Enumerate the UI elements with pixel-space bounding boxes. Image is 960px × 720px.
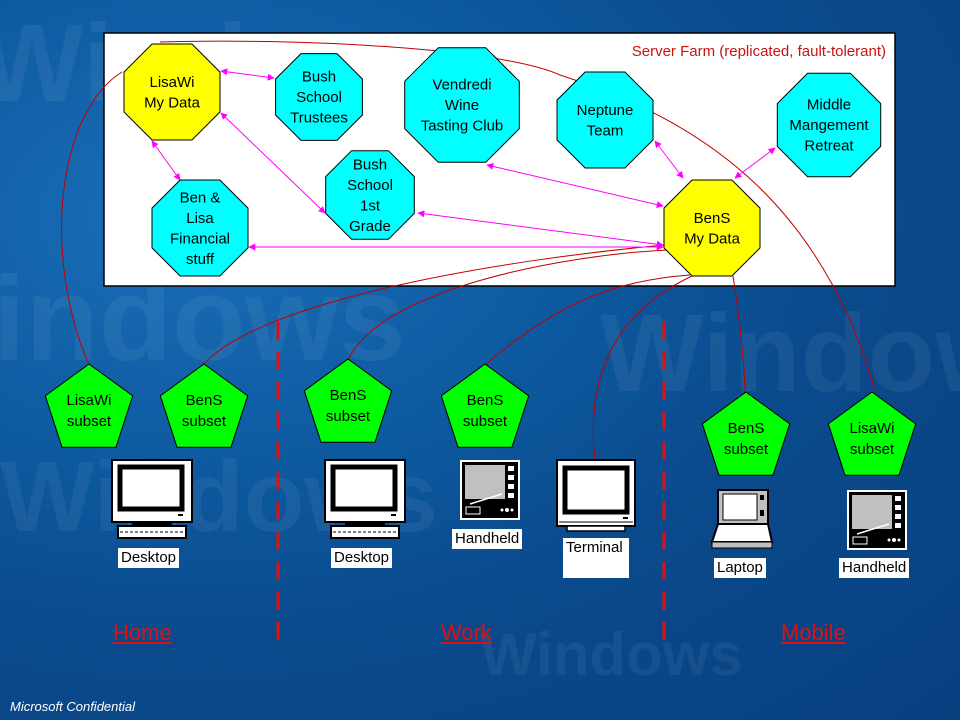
node-label: Tasting Club <box>421 118 504 135</box>
subset-label: subset <box>463 413 508 430</box>
node-label: 1st <box>360 197 381 214</box>
handheld-icon <box>847 490 907 550</box>
octagon-shape <box>123 43 221 141</box>
node-label: School <box>296 89 342 106</box>
replication-link <box>159 40 561 76</box>
subset-label: LisaWi <box>66 392 111 409</box>
octagon-shape <box>151 179 249 277</box>
node-label: Wine <box>445 97 479 114</box>
node-label: School <box>347 177 393 194</box>
subset-label: subset <box>326 408 371 425</box>
desktop-icon <box>111 459 193 539</box>
pentagon-shape <box>159 363 249 448</box>
sync-links <box>151 68 776 251</box>
subset-home-bens: BenS subset <box>159 363 249 448</box>
node-lisawi: LisaWi My Data <box>123 43 221 141</box>
location-work-link[interactable]: Work <box>441 620 492 645</box>
subset-work-bens-2: BenS subset <box>440 363 530 448</box>
device-label-mobile-laptop: Laptop <box>714 558 766 578</box>
octagon-shape <box>776 72 882 178</box>
node-label: Vendredi <box>432 77 491 94</box>
octagon-shape <box>404 47 520 163</box>
replication-link <box>484 274 691 366</box>
replication-link <box>202 244 666 366</box>
device-label-work-terminal: Terminal <box>563 538 629 578</box>
sync-link <box>220 68 275 81</box>
node-label: Middle <box>807 97 851 114</box>
node-label: Trustees <box>290 110 348 127</box>
replication-link <box>732 275 746 396</box>
node-label: Retreat <box>804 138 854 155</box>
subset-label: subset <box>67 413 112 430</box>
replication-link <box>592 275 693 461</box>
octagon-shape <box>556 71 654 169</box>
node-label: stuff <box>186 251 215 268</box>
node-label: Team <box>587 122 624 139</box>
subset-label: BenS <box>728 420 765 437</box>
subset-mobile-bens: BenS subset <box>701 391 791 476</box>
handheld-icon <box>460 460 520 520</box>
node-label: Lisa <box>186 210 214 227</box>
node-label: Bush <box>353 156 387 173</box>
node-label: Bush <box>302 69 336 86</box>
subset-label: subset <box>850 441 895 458</box>
device-label-work-desktop: Desktop <box>331 548 393 568</box>
device-label-mobile-handheld: Handheld <box>839 558 910 578</box>
laptop-icon <box>710 489 774 549</box>
subset-label: subset <box>182 413 227 430</box>
pentagon-shape <box>303 358 393 443</box>
sync-link <box>151 140 181 181</box>
sync-link <box>220 112 326 214</box>
location-mobile-link[interactable]: Mobile <box>781 620 846 645</box>
node-bens: BenS My Data <box>663 179 761 277</box>
replication-link <box>61 71 123 366</box>
subset-mobile-lisawi: LisaWi subset <box>827 391 917 476</box>
pentagon-shape <box>827 391 917 476</box>
node-label: Grade <box>349 218 391 235</box>
node-label: Neptune <box>577 102 634 119</box>
location-home-link[interactable]: Home <box>113 620 172 645</box>
subset-home-lisawi: LisaWi subset <box>44 363 134 448</box>
subset-label: BenS <box>330 387 367 404</box>
sync-link <box>734 147 776 179</box>
node-label: Mangement <box>789 117 869 134</box>
sync-link <box>486 163 664 208</box>
pentagon-shape <box>44 363 134 448</box>
node-label: My Data <box>144 94 201 111</box>
subset-label: BenS <box>467 392 504 409</box>
desktop-icon <box>324 459 406 539</box>
pentagon-shape <box>440 363 530 448</box>
node-label: LisaWi <box>149 74 194 91</box>
pentagon-shape <box>701 391 791 476</box>
device-label-home-desktop: Desktop <box>118 548 180 568</box>
node-label: Financial <box>170 230 230 247</box>
device-label-work-handheld: Handheld <box>452 529 523 549</box>
footer-confidential: Microsoft Confidential <box>10 699 135 714</box>
watermark-text: Windows <box>480 621 743 688</box>
octagon-shape <box>275 53 363 141</box>
subset-label: LisaWi <box>849 420 894 437</box>
subset-label: BenS <box>186 392 223 409</box>
replication-link <box>347 249 669 361</box>
terminal-icon <box>556 459 636 532</box>
subset-label: subset <box>724 441 769 458</box>
octagon-shape <box>663 179 761 277</box>
watermark-text: Windows <box>600 292 960 415</box>
sync-link <box>654 140 684 179</box>
node-label: Ben & <box>180 189 221 206</box>
node-label: My Data <box>684 230 741 247</box>
server-farm-title: Server Farm (replicated, fault-tolerant) <box>632 43 886 60</box>
sync-link <box>417 210 664 248</box>
octagon-shape <box>325 150 415 240</box>
node-label: BenS <box>694 210 731 227</box>
subset-work-bens-1: BenS subset <box>303 358 393 443</box>
